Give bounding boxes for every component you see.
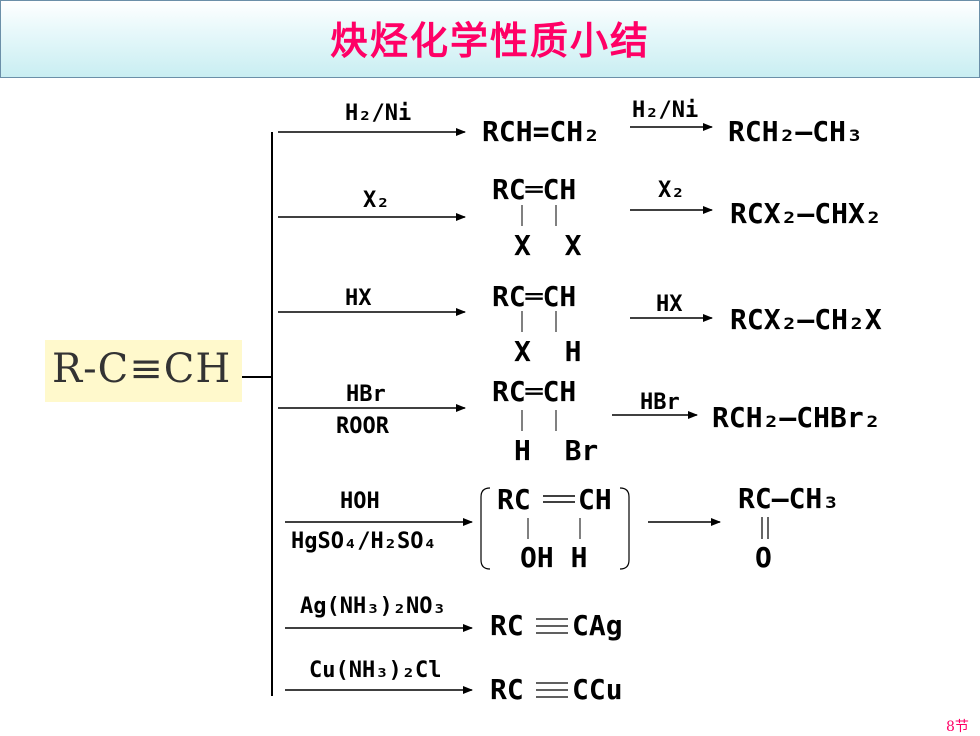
title-bar [0, 0, 980, 78]
reagent2-x2: X₂ [658, 178, 685, 203]
product-bromoalkene-bottom: H Br [514, 434, 599, 467]
reagent-x2: X₂ [363, 188, 390, 213]
reagent-hbr: HBr [346, 382, 386, 407]
product-dihalo-bottom: X X [514, 229, 582, 262]
product-alkene: RCH=CH₂ [482, 115, 601, 148]
reagent-cuprous: Cu(NH₃)₂Cl [309, 658, 442, 683]
product-bromoalkene-top: RC═CH [492, 375, 577, 408]
reagent-h2ni: H₂/Ni [345, 101, 412, 126]
final-dibromide: RCH₂—CHBr₂ [712, 401, 881, 434]
reagent2-hx: HX [656, 292, 683, 317]
start-compound-box [45, 340, 242, 402]
copper-acetylide-rc: RC [490, 673, 524, 706]
final-alkane: RCH₂—CH₃ [728, 115, 863, 148]
reagent2-h2ni: H₂/Ni [632, 98, 699, 123]
final-gem-dihalide: RCX₂—CH₂X [730, 303, 882, 336]
page-title: 炔烃化学性质小结 [329, 19, 650, 63]
enol-ch: CH [578, 483, 612, 516]
final-tetrahalo: RCX₂—CHX₂ [730, 197, 882, 230]
silver-acetylide-rc: RC [490, 609, 524, 642]
copper-acetylide-ccu: CCu [572, 673, 623, 706]
reagent-tollens: Ag(NH₃)₂NO₃ [300, 594, 446, 619]
product-dihalo-top: RC═CH [492, 173, 577, 206]
start-compound: R-C≡CH [52, 346, 232, 392]
silver-acetylide-cag: CAg [572, 609, 623, 642]
page-number: 8节 [946, 719, 969, 735]
reagent2-hbr: HBr [640, 390, 680, 415]
enol-rc: RC [497, 483, 531, 516]
reagent-roor: ROOR [336, 414, 389, 439]
final-ketone-oxygen: O [755, 541, 772, 574]
enol-bottom: OH H [520, 541, 588, 574]
final-ketone: RC—CH₃ [738, 482, 840, 515]
product-haloalkene-bottom: X H [514, 335, 582, 368]
product-haloalkene-top: RC═CH [492, 280, 577, 313]
reagent-hgso4: HgSO₄/H₂SO₄ [291, 529, 437, 554]
reagent-hoh: HOH [340, 489, 380, 514]
reagent-hx: HX [345, 286, 372, 311]
